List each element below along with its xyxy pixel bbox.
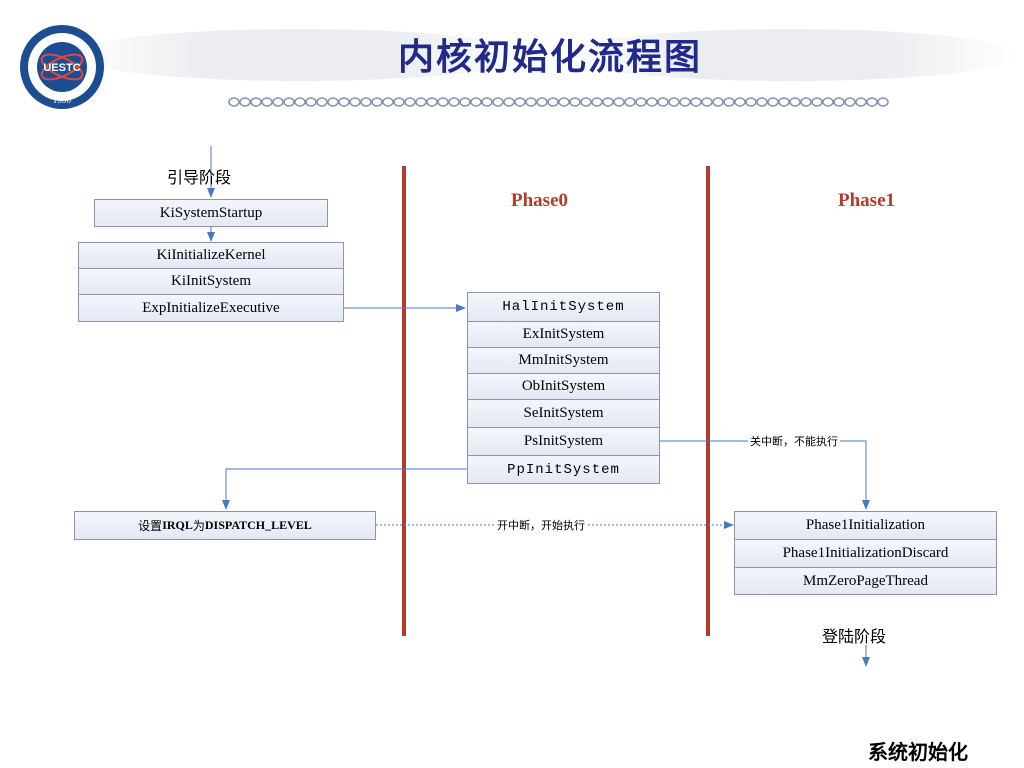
- boot-stage-label: 引导阶段: [167, 168, 232, 187]
- irql-keyword: IRQL: [162, 518, 193, 532]
- phase1-label: Phase1: [838, 190, 895, 211]
- boot-stack-item: KiInitializeKernel: [78, 242, 344, 269]
- chain-link: [624, 97, 636, 107]
- chain-link: [525, 97, 537, 107]
- chain-link: [459, 97, 471, 107]
- chain-link: [734, 97, 746, 107]
- chain-link: [437, 97, 449, 107]
- chain-link: [822, 97, 834, 107]
- footer-caption: 系统初始化: [868, 740, 968, 764]
- chain-link: [393, 97, 405, 107]
- chain-link: [272, 97, 284, 107]
- chain-link: [712, 97, 724, 107]
- phase0-stack-item: ExInitSystem: [467, 321, 660, 348]
- chain-link: [316, 97, 328, 107]
- boot-stack-item: ExpInitializeExecutive: [78, 294, 344, 322]
- chain-link: [503, 97, 515, 107]
- chain-link: [283, 97, 295, 107]
- phase0-stack-item: PpInitSystem: [467, 455, 660, 484]
- irql-mid: 为: [192, 519, 205, 533]
- chain-link: [800, 97, 812, 107]
- chain-link: [327, 97, 339, 107]
- enable-interrupts-note: 开中断，开始执行: [495, 517, 587, 533]
- phase1-stack-item: Phase1InitializationDiscard: [734, 539, 997, 568]
- chain-link: [536, 97, 548, 107]
- chain-link: [360, 97, 372, 107]
- chain-link: [602, 97, 614, 107]
- header-decoration: [70, 29, 1020, 107]
- chain-link: [778, 97, 790, 107]
- logo-text: UESTC: [43, 62, 80, 74]
- phase0-stack-item: MmInitSystem: [467, 347, 660, 374]
- chain-link: [470, 97, 482, 107]
- chain-link: [261, 97, 273, 107]
- chain-link: [382, 97, 394, 107]
- chain-link: [646, 97, 658, 107]
- phase0-stack-item: HalInitSystem: [467, 292, 660, 322]
- phase0-label: Phase0: [511, 190, 568, 211]
- phase0-stack-item: SeInitSystem: [467, 399, 660, 428]
- chain-link: [448, 97, 460, 107]
- boot-stack-item: KiInitSystem: [78, 268, 344, 295]
- chain-link: [492, 97, 504, 107]
- chain-link: [855, 97, 867, 107]
- chain-link: [833, 97, 845, 107]
- logo-year: 1956: [53, 95, 72, 105]
- login-stage-label: 登陆阶段: [822, 627, 887, 646]
- chain-link: [371, 97, 383, 107]
- chain-link: [547, 97, 559, 107]
- chain-link: [338, 97, 350, 107]
- chain-link: [305, 97, 317, 107]
- chain-link: [756, 97, 768, 107]
- chain-link: [481, 97, 493, 107]
- chain-link: [811, 97, 823, 107]
- arrow-pp-to-irql: [222, 468, 467, 510]
- chain-link: [866, 97, 878, 107]
- chain-link: [558, 97, 570, 107]
- phase1-stack-item: MmZeroPageThread: [734, 567, 997, 595]
- chain-link: [569, 97, 581, 107]
- arrow-ps-to-phase1: [660, 440, 870, 510]
- chain-link: [239, 97, 251, 107]
- chain-link: [349, 97, 361, 107]
- chain-link: [844, 97, 856, 107]
- chain-link: [690, 97, 702, 107]
- irql-prefix: 设置: [138, 519, 163, 533]
- chain-link: [613, 97, 625, 107]
- chain-link: [668, 97, 680, 107]
- university-logo: UESTC 1956: [20, 25, 104, 109]
- chain-link: [415, 97, 427, 107]
- chain-link: [789, 97, 801, 107]
- chain-link: [294, 97, 306, 107]
- chain-link: [426, 97, 438, 107]
- chain-link: [228, 97, 240, 107]
- chain-link: [591, 97, 603, 107]
- chain-link: [745, 97, 757, 107]
- chain-link: [657, 97, 669, 107]
- disable-interrupts-note: 关中断，不能执行: [748, 433, 840, 449]
- chain-link: [514, 97, 526, 107]
- ki-system-startup-box: KiSystemStartup: [94, 199, 328, 227]
- chain-link: [877, 97, 889, 107]
- chain-link: [635, 97, 647, 107]
- chain-link: [404, 97, 416, 107]
- phase0-stack-item: PsInitSystem: [467, 427, 660, 456]
- dotted-chain-divider: [228, 97, 889, 107]
- phase0-stack-item: ObInitSystem: [467, 373, 660, 400]
- chain-link: [580, 97, 592, 107]
- phase1-stack-item: Phase1Initialization: [734, 511, 997, 540]
- slide-title: 内核初始化流程图: [397, 37, 702, 78]
- chain-link: [679, 97, 691, 107]
- chain-link: [723, 97, 735, 107]
- chain-link: [250, 97, 262, 107]
- irql-level: DISPATCH_LEVEL: [204, 518, 312, 532]
- chain-link: [767, 97, 779, 107]
- chain-link: [701, 97, 713, 107]
